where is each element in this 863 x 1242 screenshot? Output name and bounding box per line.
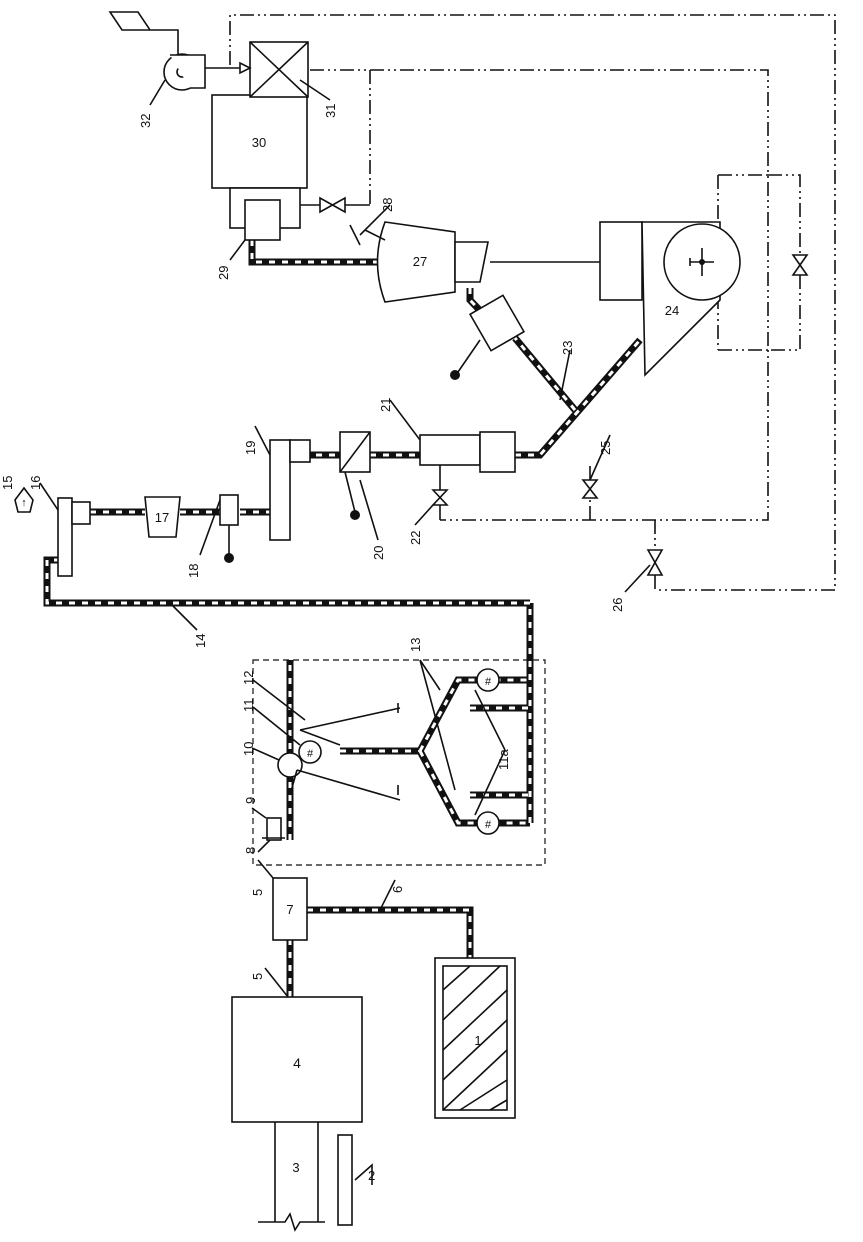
valve-right (791, 254, 809, 276)
label-5a: 5 (250, 889, 265, 896)
label-8: 8 (243, 847, 258, 854)
label-13: 13 (408, 638, 423, 652)
label-11a: 11a (496, 749, 511, 770)
svg-text:#: # (485, 819, 492, 831)
element-15 (14, 486, 34, 513)
valve-22 (431, 489, 449, 506)
element-17 (144, 496, 181, 538)
label-6: 6 (390, 886, 405, 893)
label-20: 20 (371, 546, 386, 560)
element-21 (419, 434, 481, 466)
element-18 (219, 494, 239, 526)
label-1: 1 (474, 1033, 481, 1048)
label-11: 11 (241, 699, 256, 713)
label-26: 26 (610, 598, 625, 612)
label-17: 17 (155, 510, 169, 525)
valve-25 (581, 479, 599, 499)
unit-7-box (272, 877, 308, 941)
label-28: 28 (380, 198, 395, 212)
label-29: 29 (216, 266, 231, 280)
label-27: 27 (413, 254, 427, 269)
element-31 (249, 41, 309, 98)
label-4: 4 (293, 1055, 301, 1071)
label-16: 16 (28, 476, 43, 490)
label-22: 22 (408, 531, 423, 545)
label-14: 14 (193, 634, 208, 648)
svg-text:#: # (307, 748, 314, 760)
material-pipelines (43, 240, 643, 997)
label-31: 31 (323, 104, 338, 118)
mill-24 (599, 221, 741, 377)
label-23: 23 (560, 341, 575, 355)
valve-28 (319, 196, 346, 214)
label-10: 10 (241, 742, 256, 756)
unit-4-box (231, 996, 363, 1123)
dashed-enclosure (252, 659, 546, 866)
fan-32 (108, 11, 252, 91)
circle-10 (277, 752, 303, 778)
splitter-11a: # # (476, 668, 500, 835)
conveyor-3 (258, 1122, 325, 1232)
svg-text:#: # (485, 676, 492, 688)
label-3: 3 (292, 1160, 299, 1175)
label-18: 18 (186, 564, 201, 578)
label-19: 19 (243, 441, 258, 455)
element-23 (468, 294, 526, 352)
reference-numbers: 5 5 6 8 9 10 11 12 13 11a 14 15 16 18 19… (0, 104, 625, 980)
label-15: 15 (0, 476, 15, 490)
svg-text:↑: ↑ (21, 497, 27, 509)
container-1 (434, 957, 516, 1119)
label-30: 30 (252, 135, 266, 150)
label-2: 2 (368, 1168, 375, 1183)
splitter-11: # (289, 703, 401, 801)
label-12: 12 (241, 671, 256, 685)
label-32: 32 (138, 114, 153, 128)
element-19 (269, 439, 291, 541)
label-25: 25 (598, 441, 613, 455)
element-30 (211, 94, 308, 189)
label-5b: 5 (250, 973, 265, 980)
label-24: 24 (665, 303, 679, 318)
leader-lines (39, 79, 651, 998)
thin-connectors (300, 204, 600, 520)
label-7: 7 (286, 902, 293, 917)
label-9: 9 (243, 797, 258, 804)
separator-27 (349, 221, 489, 303)
label-21: 21 (378, 398, 393, 412)
element-16 (57, 497, 73, 577)
element-9 (266, 817, 282, 841)
valve-26 (646, 549, 664, 576)
gas-lines (229, 14, 836, 591)
plate-2 (337, 1134, 353, 1226)
